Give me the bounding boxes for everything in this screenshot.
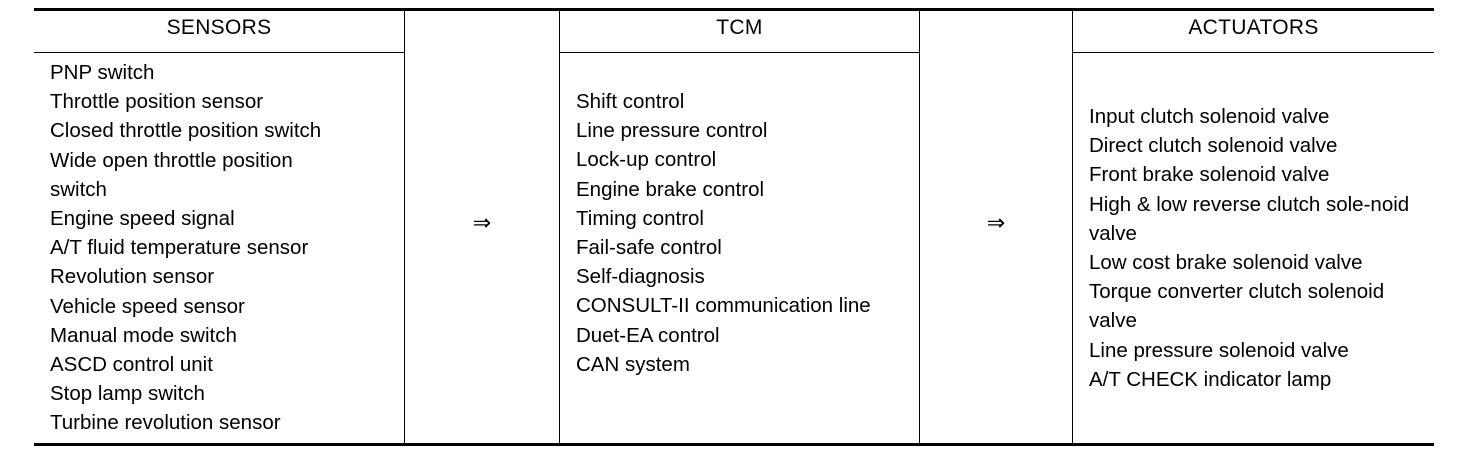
- actuator-item: Torque converter clutch solenoid valve: [1089, 280, 1385, 333]
- arrow-column-2: ⇒: [919, 11, 1072, 443]
- right-double-arrow-icon: ⇒: [472, 211, 492, 236]
- sensor-item: Throttle position sensor: [50, 90, 264, 114]
- tcm-item: Line pressure control: [576, 119, 768, 143]
- actuator-item: Direct clutch solenoid valve: [1089, 134, 1338, 158]
- actuator-item: Input clutch solenoid valve: [1089, 105, 1330, 128]
- actuators-list: Input clutch solenoid valve Direct clutc…: [1089, 102, 1426, 394]
- arrow-column-1: ⇒: [404, 11, 559, 443]
- actuator-item: High & low reverse clutch sole-noid valv…: [1089, 192, 1410, 245]
- sensor-item: ASCD control unit: [50, 353, 213, 377]
- sensor-item: Turbine revolution sensor: [50, 411, 281, 435]
- system-diagram-table: SENSORS PNP switch Throttle position sen…: [34, 8, 1434, 446]
- tcm-item: Lock-up control: [576, 148, 717, 172]
- tcm-list: Shift control Line pressure control Lock…: [576, 87, 911, 379]
- right-double-arrow-icon: ⇒: [986, 211, 1006, 236]
- sensor-item: A/T fluid temperature sensor: [50, 236, 309, 260]
- tcm-item: Engine brake control: [576, 177, 765, 201]
- sensor-item: Manual mode switch: [50, 323, 237, 347]
- actuator-item: A/T CHECK indicator lamp: [1089, 367, 1332, 391]
- tcm-item: CONSULT-II communication line: [576, 294, 871, 318]
- sensor-item: Stop lamp switch: [50, 382, 205, 406]
- tcm-item: Shift control: [576, 90, 685, 113]
- actuator-item: Front brake solenoid valve: [1089, 163, 1330, 187]
- sensor-item: Closed throttle position switch: [50, 119, 322, 143]
- actuators-column: ACTUATORS Input clutch solenoid valve Di…: [1072, 11, 1434, 443]
- tcm-item: Self-diagnosis: [576, 265, 705, 289]
- tcm-column: TCM Shift control Line pressure control …: [559, 11, 919, 443]
- sensor-item: Revolution sensor: [50, 265, 215, 289]
- tcm-body: Shift control Line pressure control Lock…: [560, 53, 919, 443]
- tcm-item: CAN system: [576, 352, 690, 376]
- sensor-item: Wide open throttle position switch: [50, 148, 293, 201]
- tcm-item: Duet-EA control: [576, 323, 720, 347]
- sensors-list: PNP switch Throttle position sensor Clos…: [50, 58, 396, 438]
- sensors-body: PNP switch Throttle position sensor Clos…: [34, 53, 404, 443]
- tcm-item: Fail-safe control: [576, 236, 722, 260]
- actuators-header: ACTUATORS: [1073, 11, 1434, 53]
- actuator-item: Line pressure solenoid valve: [1089, 338, 1349, 362]
- sensors-column: SENSORS PNP switch Throttle position sen…: [34, 11, 404, 443]
- sensor-item: Engine speed signal: [50, 207, 235, 231]
- actuators-body: Input clutch solenoid valve Direct clutc…: [1073, 53, 1434, 443]
- tcm-item: Timing control: [576, 206, 704, 230]
- sensor-item: Vehicle speed sensor: [50, 294, 245, 318]
- actuator-item: Low cost brake solenoid valve: [1089, 251, 1363, 275]
- sensors-header: SENSORS: [34, 11, 404, 53]
- sensor-item: PNP switch: [50, 61, 155, 84]
- tcm-header: TCM: [560, 11, 919, 53]
